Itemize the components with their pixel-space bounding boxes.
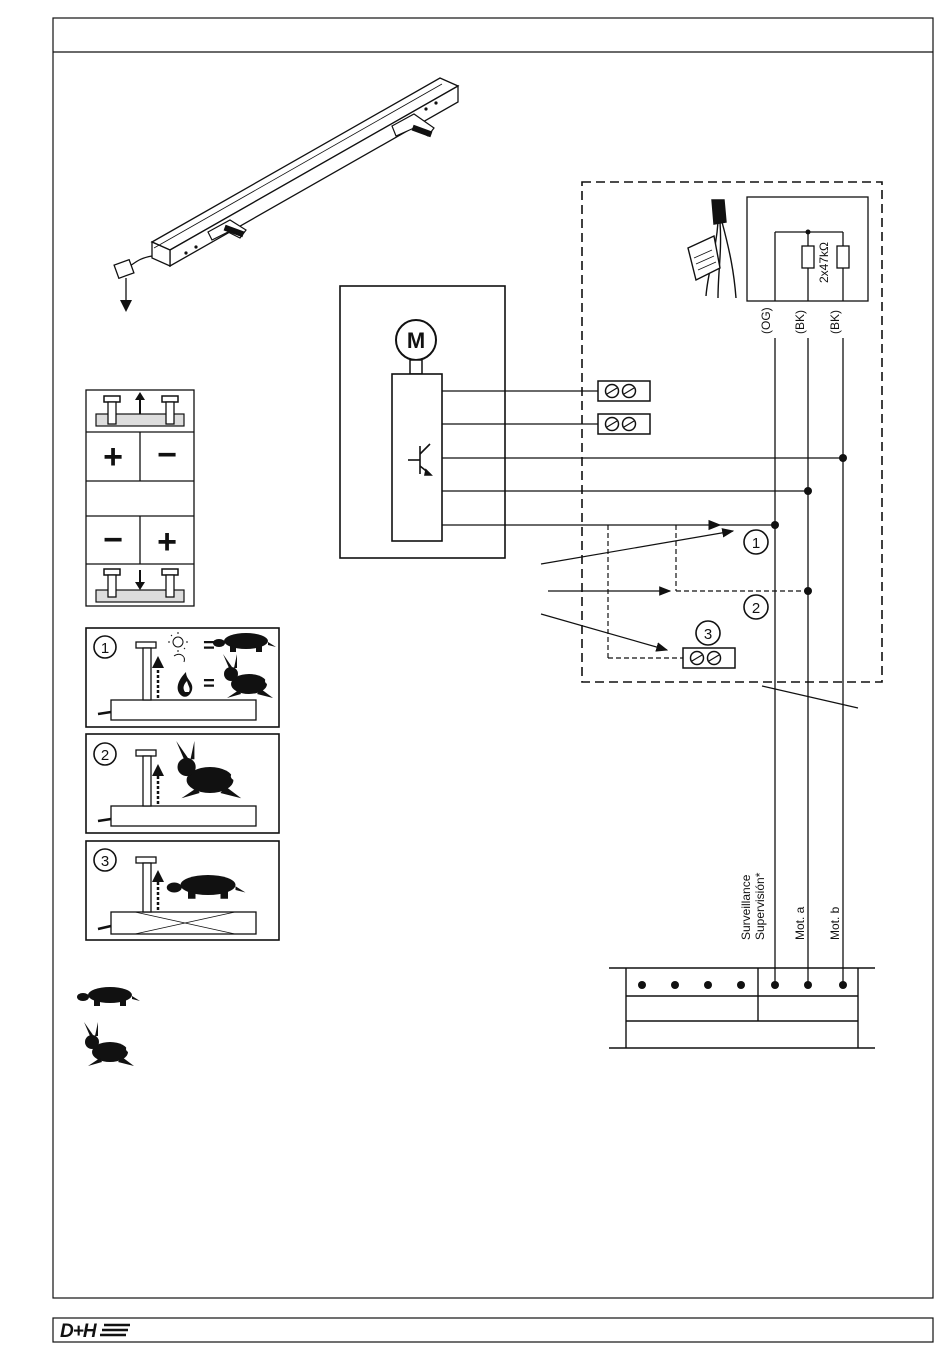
sensor-cable-icon bbox=[688, 200, 736, 298]
direction-panel bbox=[86, 390, 194, 606]
svg-text:=: = bbox=[203, 635, 215, 657]
callout-2: 2 bbox=[744, 595, 768, 619]
svg-text:1: 1 bbox=[752, 535, 760, 552]
mode-panel-3: 3 bbox=[86, 841, 279, 940]
svg-text:2: 2 bbox=[101, 747, 109, 764]
terminal-block-2 bbox=[598, 414, 650, 434]
terminal-block-3 bbox=[683, 648, 735, 668]
svg-text:D+H: D+H bbox=[60, 1321, 98, 1342]
mot-b-label: Mot. b bbox=[828, 906, 842, 940]
footer-bar bbox=[53, 1318, 933, 1342]
legend-tortoise-icon bbox=[77, 987, 140, 1006]
motor-label: M bbox=[407, 328, 425, 353]
drive-electronics-box bbox=[392, 374, 442, 541]
svg-text:=: = bbox=[203, 673, 215, 695]
minus-sign-top: − bbox=[157, 436, 177, 474]
terminal-block-1 bbox=[598, 381, 650, 401]
supervision-label-1: Surveillance bbox=[739, 874, 753, 940]
wire-color-bk-1: (BK) bbox=[793, 310, 807, 334]
svg-text:3: 3 bbox=[704, 626, 712, 643]
svg-text:2: 2 bbox=[752, 600, 760, 617]
svg-text:1: 1 bbox=[101, 640, 109, 657]
plus-sign-bottom: + bbox=[157, 523, 177, 561]
svg-text:3: 3 bbox=[101, 853, 109, 870]
mot-a-label: Mot. a bbox=[793, 906, 807, 940]
legend-hare-icon bbox=[84, 1022, 134, 1066]
dh-logo: D+H bbox=[60, 1321, 130, 1342]
wire-color-og: (OG) bbox=[759, 307, 773, 334]
resistor-value-label: 2x47kΩ bbox=[817, 242, 831, 283]
mode-panel-1: 1 = = bbox=[86, 628, 279, 727]
actuator-illustration bbox=[114, 78, 458, 312]
callout-1: 1 bbox=[744, 530, 768, 554]
minus-sign-bottom: − bbox=[103, 521, 123, 559]
callout-3: 3 bbox=[696, 621, 720, 645]
mode-panel-2: 2 bbox=[86, 734, 279, 833]
supervision-label-2: Supervisión* bbox=[753, 872, 767, 940]
control-panel-terminal-strip bbox=[609, 968, 875, 1048]
wire-color-bk-2: (BK) bbox=[828, 310, 842, 334]
plus-sign-top: + bbox=[103, 438, 123, 476]
